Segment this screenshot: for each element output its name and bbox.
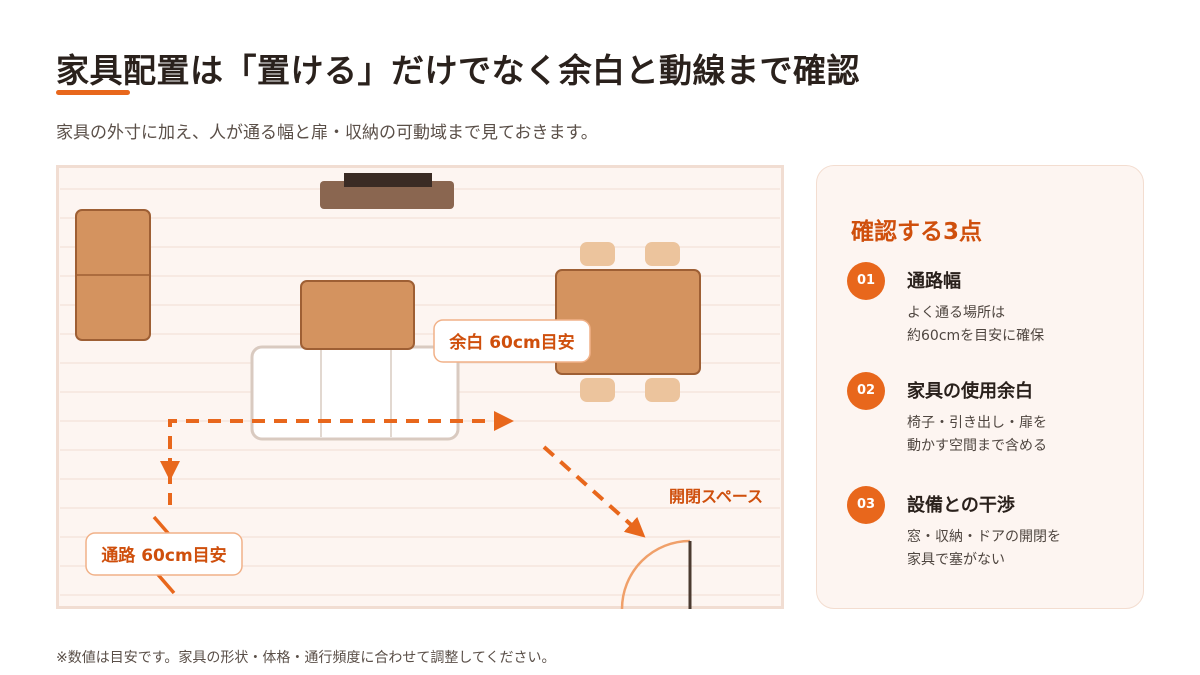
sofa: [250, 345, 460, 441]
page-subtitle: 家具の外寸に加え、人が通る幅と扉・収納の可動域まで見ておきます。: [56, 123, 598, 143]
floor-plan: 余白 60cm目安 通路 60cm目安 開閉スペース: [56, 165, 784, 609]
label-clearance-box: [433, 319, 591, 363]
dining-chair: [645, 378, 680, 402]
checklist-item: 02 家具の使用余白 椅子・引き出し・扉を 動かす空間まで含める: [847, 372, 1127, 472]
tv: [344, 173, 432, 187]
coffee-table: [300, 280, 415, 350]
checklist-title: 確認する3点: [851, 219, 983, 245]
item-title: 通路幅: [907, 271, 961, 292]
item-description: 窓・収納・ドアの開閉を 家具で塞がない: [907, 526, 1061, 572]
passage-arrow: [160, 411, 514, 481]
dining-chair: [580, 378, 615, 402]
page-title: 家具配置は「置ける」だけでなく余白と動線まで確認: [56, 51, 860, 90]
item-description-line: 家具で塞がない: [907, 552, 1005, 568]
item-title: 設備との干渉: [907, 495, 1015, 516]
checklist-card: 確認する3点 01 通路幅 よく通る場所は 約60cmを目安に確保 02 家具の…: [816, 165, 1144, 609]
footnote: ※数値は目安です。家具の形状・体格・通行頻度に合わせて調整してください。: [56, 650, 556, 666]
tv-stand: [320, 181, 454, 209]
item-description: よく通る場所は 約60cmを目安に確保: [907, 302, 1044, 348]
item-description-line: 椅子・引き出し・扉を: [907, 415, 1047, 431]
title-underline: [56, 90, 130, 95]
item-description-line: 動かす空間まで含める: [907, 438, 1047, 454]
item-description-line: 窓・収納・ドアの開閉を: [907, 529, 1061, 545]
item-number-badge: 03: [847, 486, 885, 524]
label-clearance: 余白 60cm目安: [448, 332, 574, 353]
dining-chair: [580, 242, 615, 266]
label-passage: 通路 60cm目安: [101, 545, 226, 566]
checklist-item: 03 設備との干渉 窓・収納・ドアの開閉を 家具で塞がない: [847, 486, 1127, 586]
door-swing-arc: [620, 539, 691, 609]
dining-chair: [645, 242, 680, 266]
item-description-line: 約60cmを目安に確保: [907, 328, 1045, 344]
item-number-badge: 02: [847, 372, 885, 410]
label-door-space: 開閉スペース: [669, 487, 763, 506]
item-number-badge: 01: [847, 262, 885, 300]
item-description-line: よく通る場所は: [907, 305, 1005, 321]
label-passage-box: [85, 532, 243, 576]
item-title: 家具の使用余白: [907, 381, 1033, 402]
item-description: 椅子・引き出し・扉を 動かす空間まで含める: [907, 412, 1047, 458]
checklist-item: 01 通路幅 よく通る場所は 約60cmを目安に確保: [847, 262, 1127, 362]
